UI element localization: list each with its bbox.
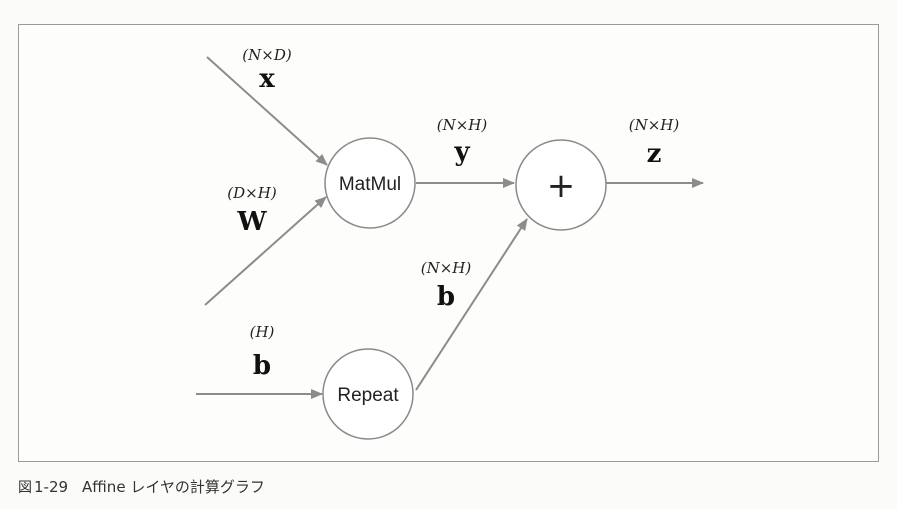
b-shape-label: (H) xyxy=(250,323,275,341)
b-repeated-variable-label: b xyxy=(437,282,455,312)
add-label: + xyxy=(547,166,576,206)
x-variable-label: x xyxy=(259,64,275,94)
y-shape-label: (N×H) xyxy=(437,116,488,134)
z-variable-label: z xyxy=(647,139,662,169)
b-repeated-shape-label: (N×H) xyxy=(421,259,472,277)
edge-repeat-to-add xyxy=(415,218,528,391)
w-variable-label: W xyxy=(236,207,267,237)
caption-number: 1-29 xyxy=(34,478,69,496)
caption-text: Affine レイヤの計算グラフ xyxy=(82,478,265,496)
matmul-label: MatMul xyxy=(339,174,401,195)
edge-x-to-matmul xyxy=(206,56,328,166)
matmul-node: MatMul xyxy=(324,137,416,229)
repeat-node: Repeat xyxy=(322,348,414,440)
b-variable-label: b xyxy=(253,351,271,381)
add-node: + xyxy=(515,139,607,231)
y-variable-label: y xyxy=(453,137,470,167)
x-shape-label: (N×D) xyxy=(242,46,292,64)
caption-prefix: 図 xyxy=(18,480,32,496)
w-shape-label: (D×H) xyxy=(227,184,277,202)
figure-frame xyxy=(18,24,879,462)
edge-w-to-matmul xyxy=(204,196,327,306)
repeat-label: Repeat xyxy=(337,385,399,406)
z-shape-label: (N×H) xyxy=(629,116,680,134)
